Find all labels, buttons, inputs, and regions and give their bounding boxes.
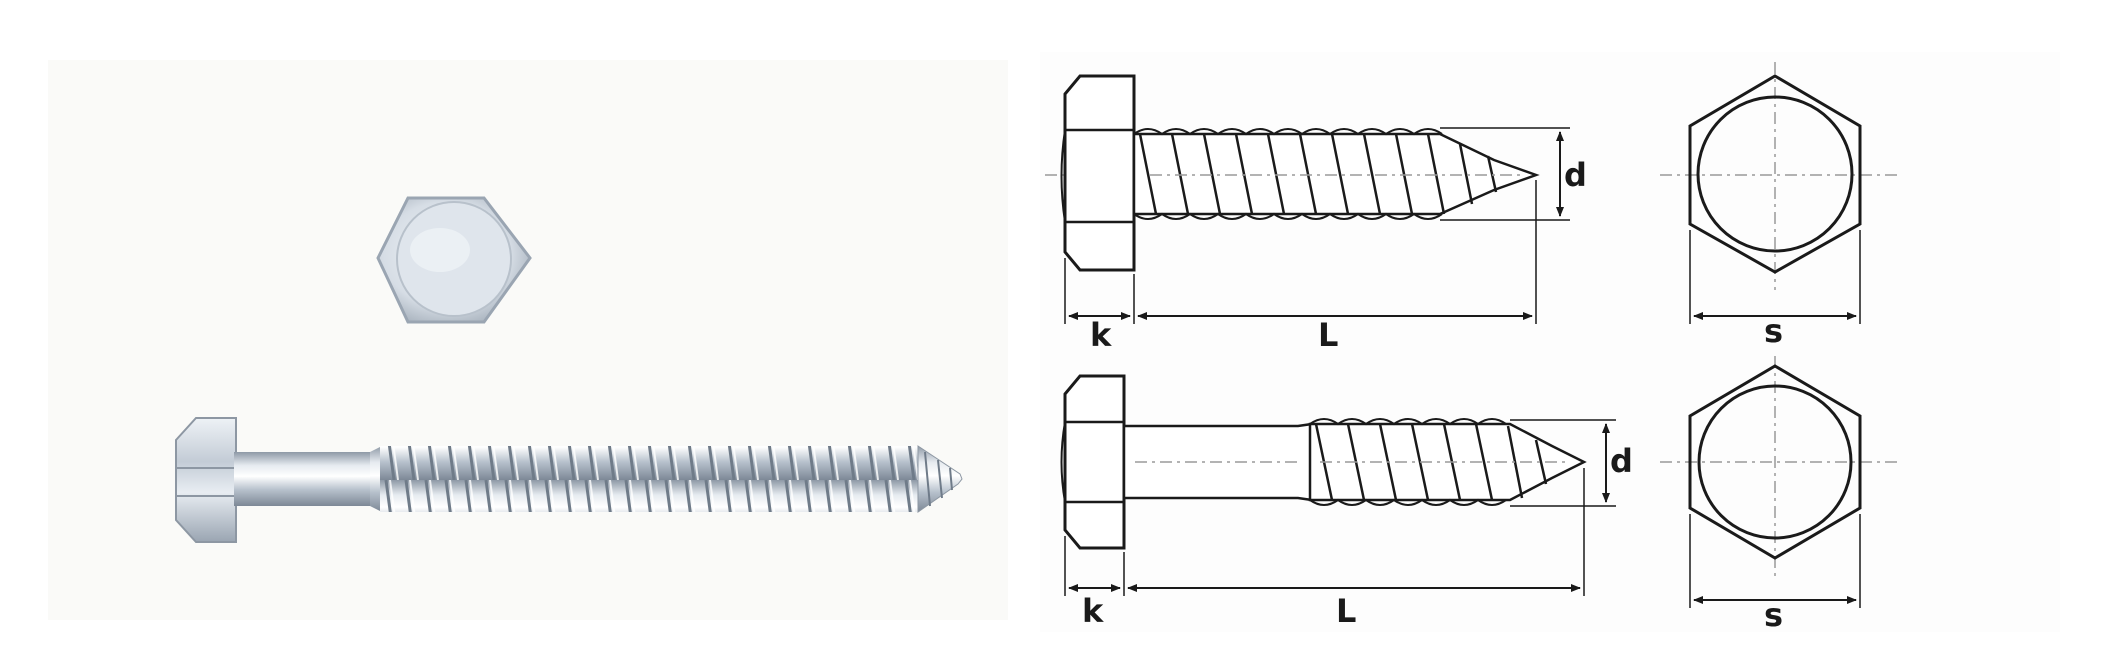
drawing-fully-threaded: d k L — [1045, 74, 1587, 354]
drawing-partially-threaded: d k L — [1060, 374, 1633, 630]
dim-label-s: s — [1764, 312, 1783, 350]
dim-label-d-2: d — [1610, 442, 1633, 480]
dim-label-s-2: s — [1764, 596, 1783, 634]
photo-screw-side-view — [175, 417, 963, 543]
hex-end-view-2: s — [1660, 356, 1900, 634]
dim-label-d: d — [1564, 156, 1587, 194]
hex-end-view-1: s — [1660, 62, 1900, 350]
dim-label-k-2: k — [1082, 592, 1104, 630]
dim-label-L: L — [1318, 316, 1338, 354]
dim-label-k: k — [1090, 316, 1112, 354]
dim-label-L-2: L — [1336, 592, 1356, 630]
photo-head-top-view — [376, 196, 532, 324]
